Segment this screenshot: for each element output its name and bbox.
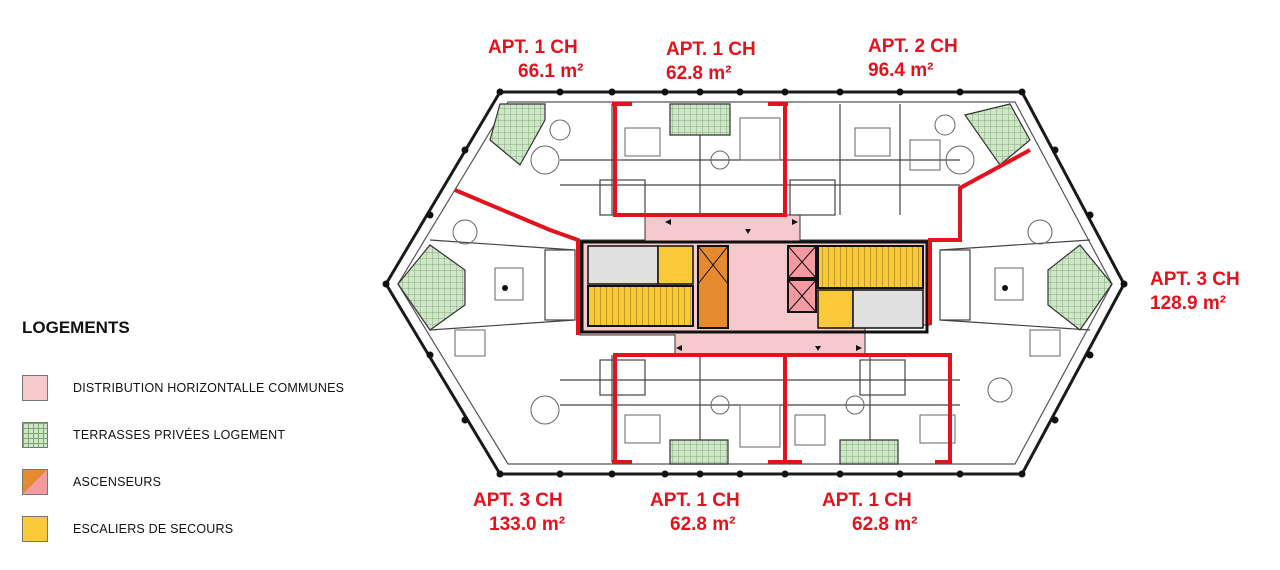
legend-item-stairs: ESCALIERS DE SECOURS [22,505,402,552]
apartment-partitions [454,102,1031,464]
apt-area: 66.1 m² [518,61,584,82]
apt-label-bottom-right: APT. 1 CH 62.8 m² [822,489,917,537]
apt-label-top-left: APT. 1 CH 66.1 m² [488,36,583,84]
arrow-right-bottom [856,345,862,351]
apt-label-bottom-center: APT. 1 CH 62.8 m² [650,489,740,537]
stair-swatch [22,515,48,542]
arrow-down-bottom [815,346,821,351]
apt-label-bottom-left: APT. 3 CH 133.0 m² [473,489,565,537]
apt-label-top-center: APT. 1 CH 62.8 m² [666,38,756,86]
terrace-right [1047,244,1113,331]
legend-label: TERRASSES PRIVÉES LOGEMENT [73,427,286,442]
apt-type: APT. 1 CH [822,490,912,511]
partition-top-right [928,148,1031,325]
legend-item-common: DISTRIBUTION HORIZONTALLE COMMUNES [22,364,402,411]
partition-bottom-right [785,353,952,462]
legend-label: ESCALIERS DE SECOURS [73,521,234,536]
arrow-left-bottom [676,345,682,351]
apt-area: 62.8 m² [852,514,918,535]
legend-label: ASCENSEURS [73,474,162,489]
apt-area: 62.8 m² [666,63,732,84]
apt-type: APT. 1 CH [650,490,740,511]
apt-type: APT. 2 CH [868,36,958,57]
terrace-top-center [669,103,731,136]
terrace-bottom-right [839,439,899,465]
stair-left-landing [587,245,659,285]
common-lobby [735,240,785,335]
legend-item-terraces: TERRASSES PRIVÉES LOGEMENT [22,411,402,458]
legend: LOGEMENTS DISTRIBUTION HORIZONTALLE COMM… [22,318,402,552]
legend-label: DISTRIBUTION HORIZONTALLE COMMUNES [73,380,345,395]
stair-right-landing [852,289,924,329]
common-swatch [22,374,48,401]
stair-right-flight [817,245,924,289]
apt-label-right: APT. 3 CH 128.9 m² [1150,268,1240,316]
apt-area: 133.0 m² [489,514,566,535]
arrow-down-top [745,229,751,234]
apt-type: APT. 1 CH [488,37,578,58]
apt-area: 96.4 m² [868,60,934,81]
legend-item-elevators: ASCENSEURS [22,458,402,505]
elevator-left [697,245,729,329]
building-core [580,240,929,334]
apt-area: 128.9 m² [1150,293,1227,314]
core-outline [580,240,929,334]
apt-label-top-right: APT. 2 CH 96.4 m² [868,35,958,83]
terrace-bottom-center [669,439,729,465]
stair-right-bottom [817,289,854,329]
apt-area: 62.8 m² [670,514,736,535]
corridor-arrows [665,219,862,351]
private-terraces [397,103,1113,465]
terrace-top-left [489,103,546,166]
arrow-right-top [792,219,798,225]
stair-left-top [657,245,694,285]
furniture [452,114,1061,448]
apt-type: APT. 1 CH [666,39,756,60]
terrace-top-right [964,103,1031,166]
terrace-left [397,244,466,331]
elevator-swatch [22,468,48,495]
partition-top-left [454,188,580,335]
legend-title: LOGEMENTS [22,318,130,337]
structural-columns [382,88,1128,478]
arrow-left-top [665,219,671,225]
partition-bottom-center [613,353,787,462]
apt-type: APT. 3 CH [1150,269,1240,290]
terrace-swatch [22,421,48,448]
partition-top-center [613,104,787,217]
stair-left-flight [587,285,694,327]
apt-type: APT. 3 CH [473,490,563,511]
